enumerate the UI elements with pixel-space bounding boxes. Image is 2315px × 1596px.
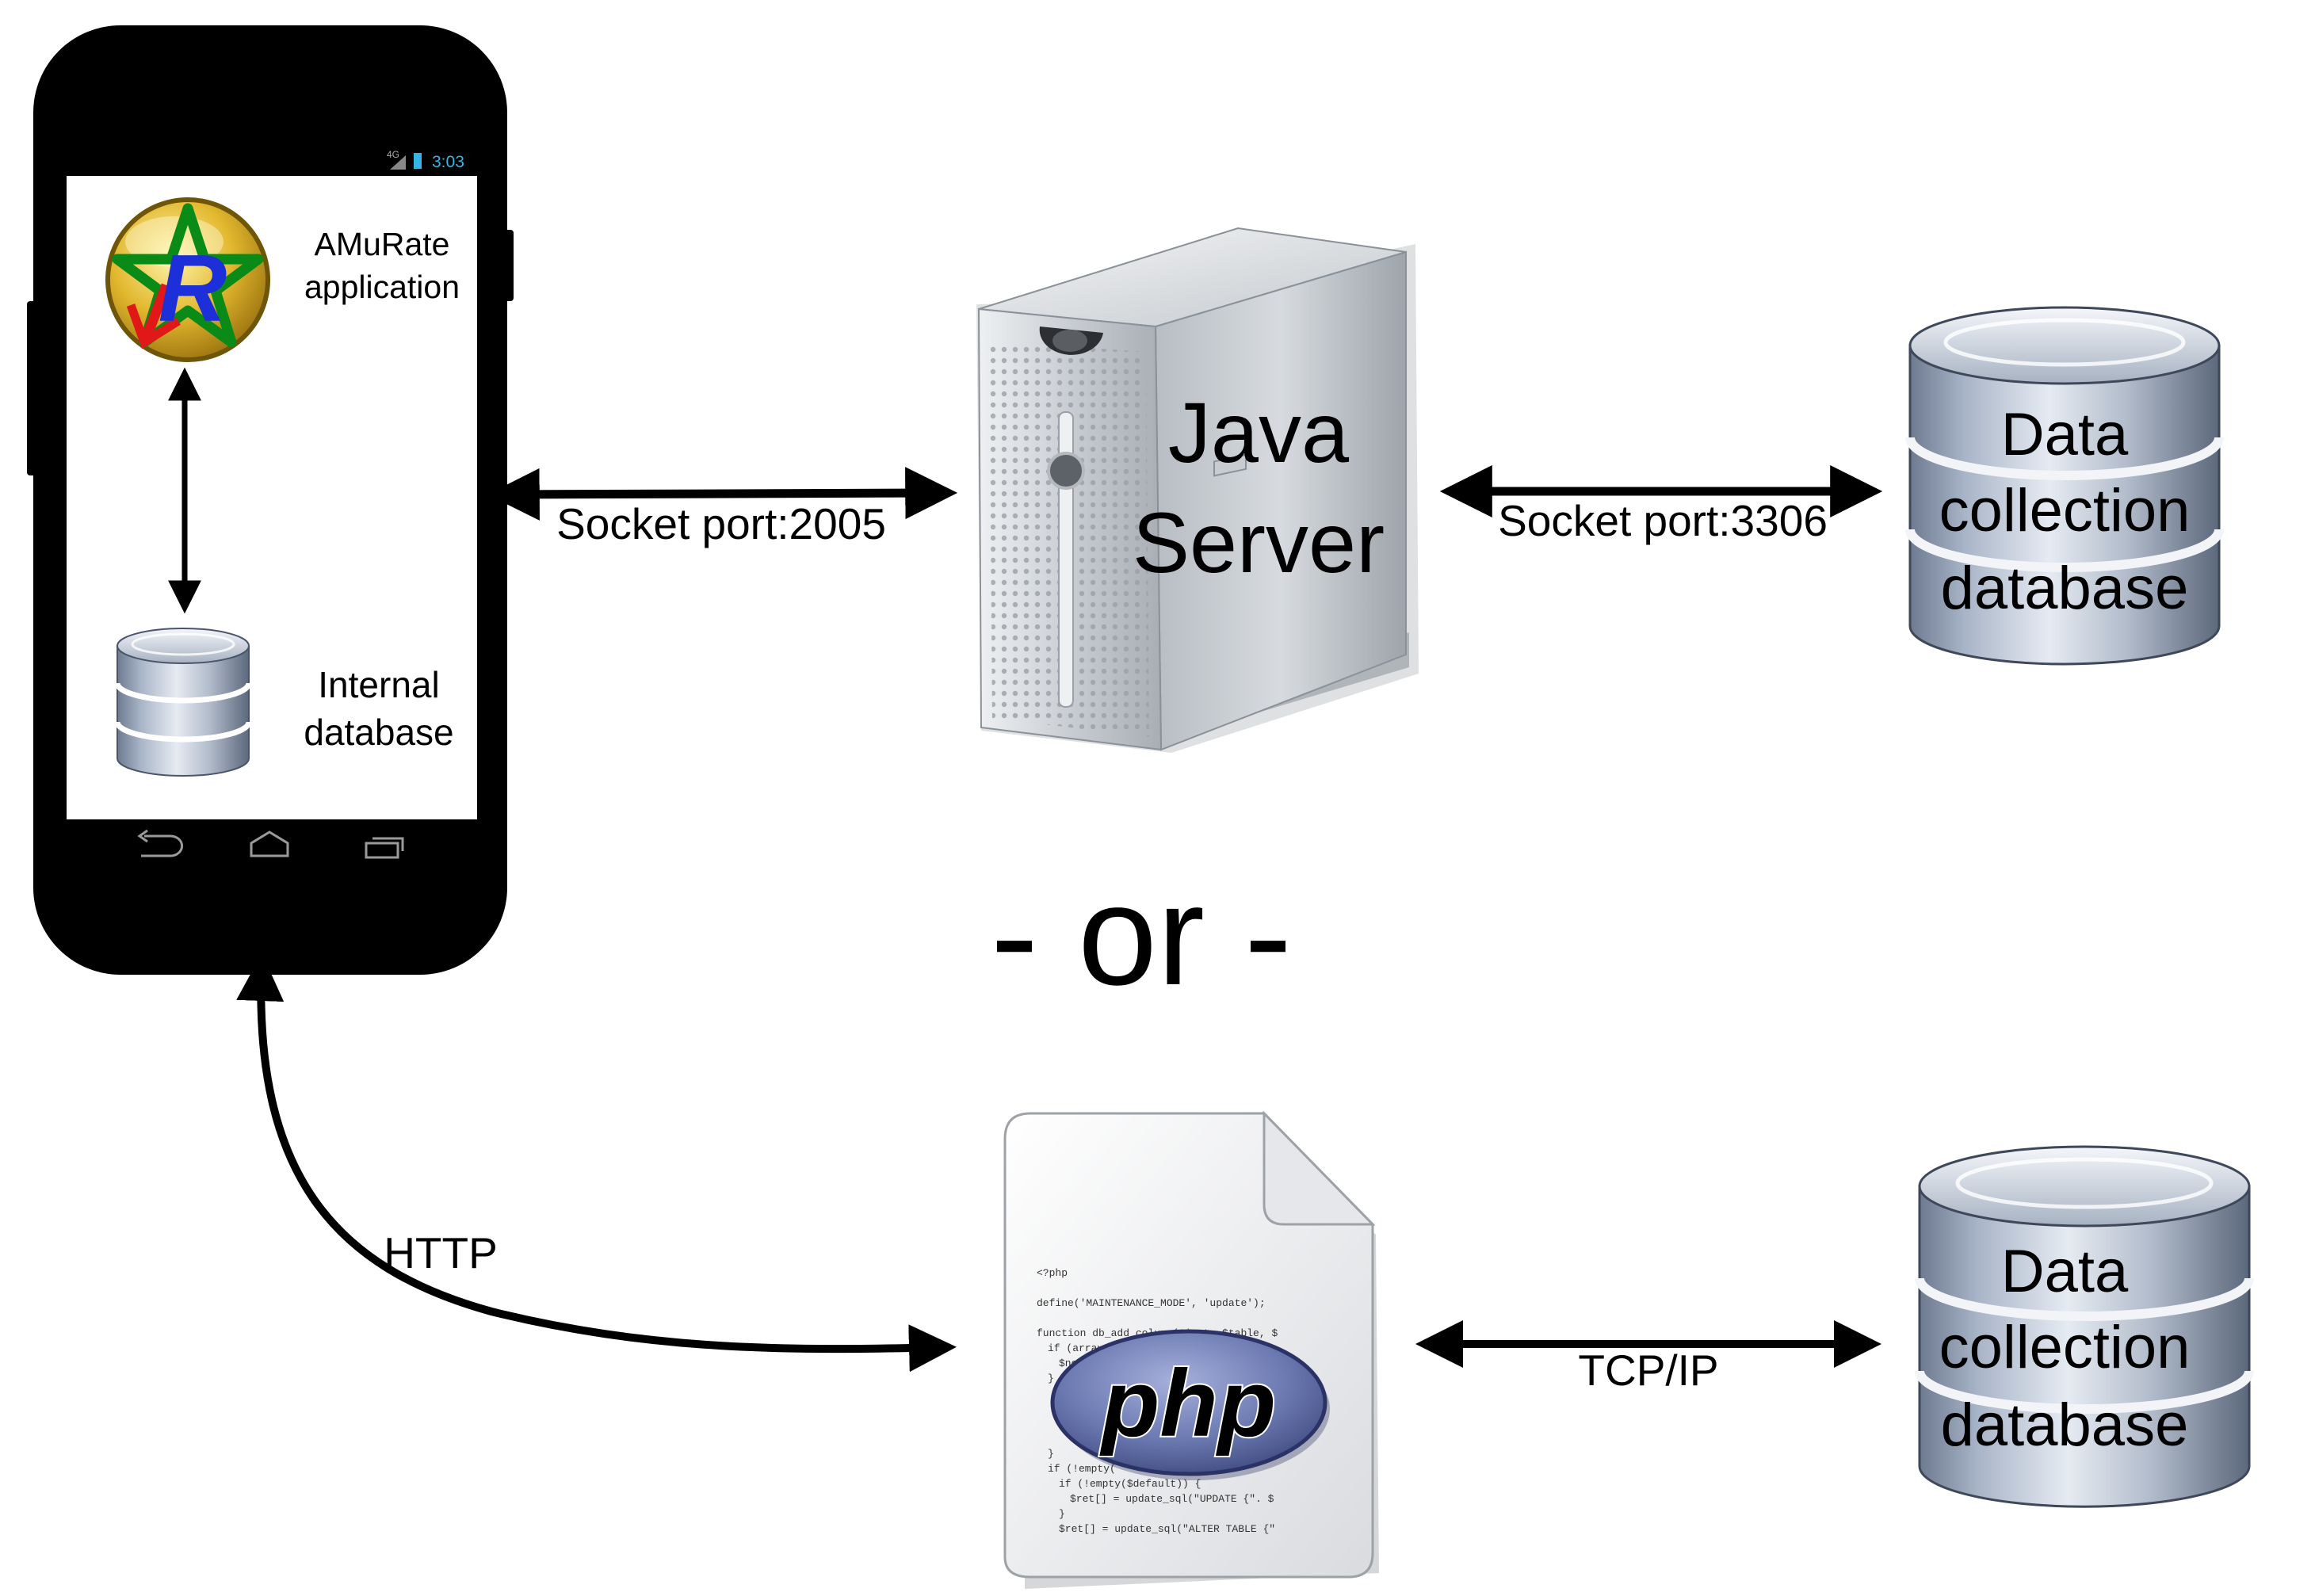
- back-icon[interactable]: [137, 829, 184, 857]
- php-file-icon: <?php define('MAINTENANCE_MODE', 'update…: [1003, 1110, 1379, 1589]
- or-separator: - or -: [991, 856, 1292, 1015]
- socket-2005-label: Socket port:2005: [556, 499, 886, 548]
- recent-apps-icon[interactable]: [365, 837, 404, 859]
- logo-r-letter: R: [159, 235, 227, 342]
- status-time: 3:03: [432, 153, 464, 171]
- code-line: if (!empty(: [1048, 1463, 1116, 1475]
- top-data-collection-database-icon: [1905, 306, 2224, 666]
- internal-db-label-line1: Internal: [318, 664, 439, 705]
- android-phone: 4G 3:03 R AMuRate application: [27, 25, 514, 975]
- signal-icon: [390, 155, 406, 170]
- code-line: if (!empty($default)) {: [1059, 1478, 1201, 1490]
- top-db-label-line1: Data: [2001, 401, 2129, 468]
- java-server-label-line2: Server: [1133, 494, 1385, 590]
- code-line: }: [1048, 1448, 1054, 1460]
- php-code-snippet: <?php define('MAINTENANCE_MODE', 'update…: [1037, 1267, 1278, 1535]
- socket-3306-label: Socket port:3306: [1498, 496, 1828, 545]
- app-label-line2: application: [304, 269, 460, 305]
- php-logo: php: [1050, 1329, 1330, 1480]
- http-label: HTTP: [384, 1228, 498, 1277]
- code-line: }: [1059, 1508, 1065, 1520]
- home-icon[interactable]: [250, 830, 289, 857]
- network-badge: 4G: [387, 149, 399, 160]
- internal-db-label-line2: database: [304, 712, 453, 753]
- amurate-logo[interactable]: R: [105, 197, 270, 362]
- power-button: [504, 230, 514, 301]
- code-line: <?php: [1037, 1267, 1068, 1279]
- code-line: }: [1048, 1373, 1054, 1384]
- navigation-bar: [137, 829, 404, 859]
- code-line: define('MAINTENANCE_MODE', 'update');: [1037, 1297, 1266, 1309]
- battery-icon: [414, 153, 422, 169]
- volume-button: [27, 301, 36, 475]
- bottom-db-label-line3: database: [1941, 1392, 2189, 1459]
- top-db-label-line3: database: [1941, 555, 2189, 622]
- bottom-db-label-line2: collection: [1939, 1314, 2191, 1381]
- http-curve-arrow: [236, 953, 957, 1373]
- bottom-data-collection-database-icon: [1915, 1145, 2254, 1508]
- tcpip-label: TCP/IP: [1578, 1346, 1718, 1395]
- app-label-line1: AMuRate: [315, 226, 450, 262]
- phone-java-arrow: [487, 467, 958, 521]
- java-server-label-line1: Java: [1168, 384, 1350, 480]
- code-line: $ret[] = update_sql("UPDATE {". $: [1070, 1493, 1274, 1505]
- status-bar: 4G 3:03: [387, 149, 464, 171]
- java-server-icon: [976, 227, 1419, 753]
- internal-database-icon: [114, 628, 252, 777]
- top-db-label-line2: collection: [1939, 477, 2191, 544]
- code-line: $ret[] = update_sql("ALTER TABLE {": [1059, 1523, 1275, 1535]
- bottom-db-label-line1: Data: [2001, 1238, 2129, 1305]
- php-logo-text: php: [1099, 1350, 1276, 1457]
